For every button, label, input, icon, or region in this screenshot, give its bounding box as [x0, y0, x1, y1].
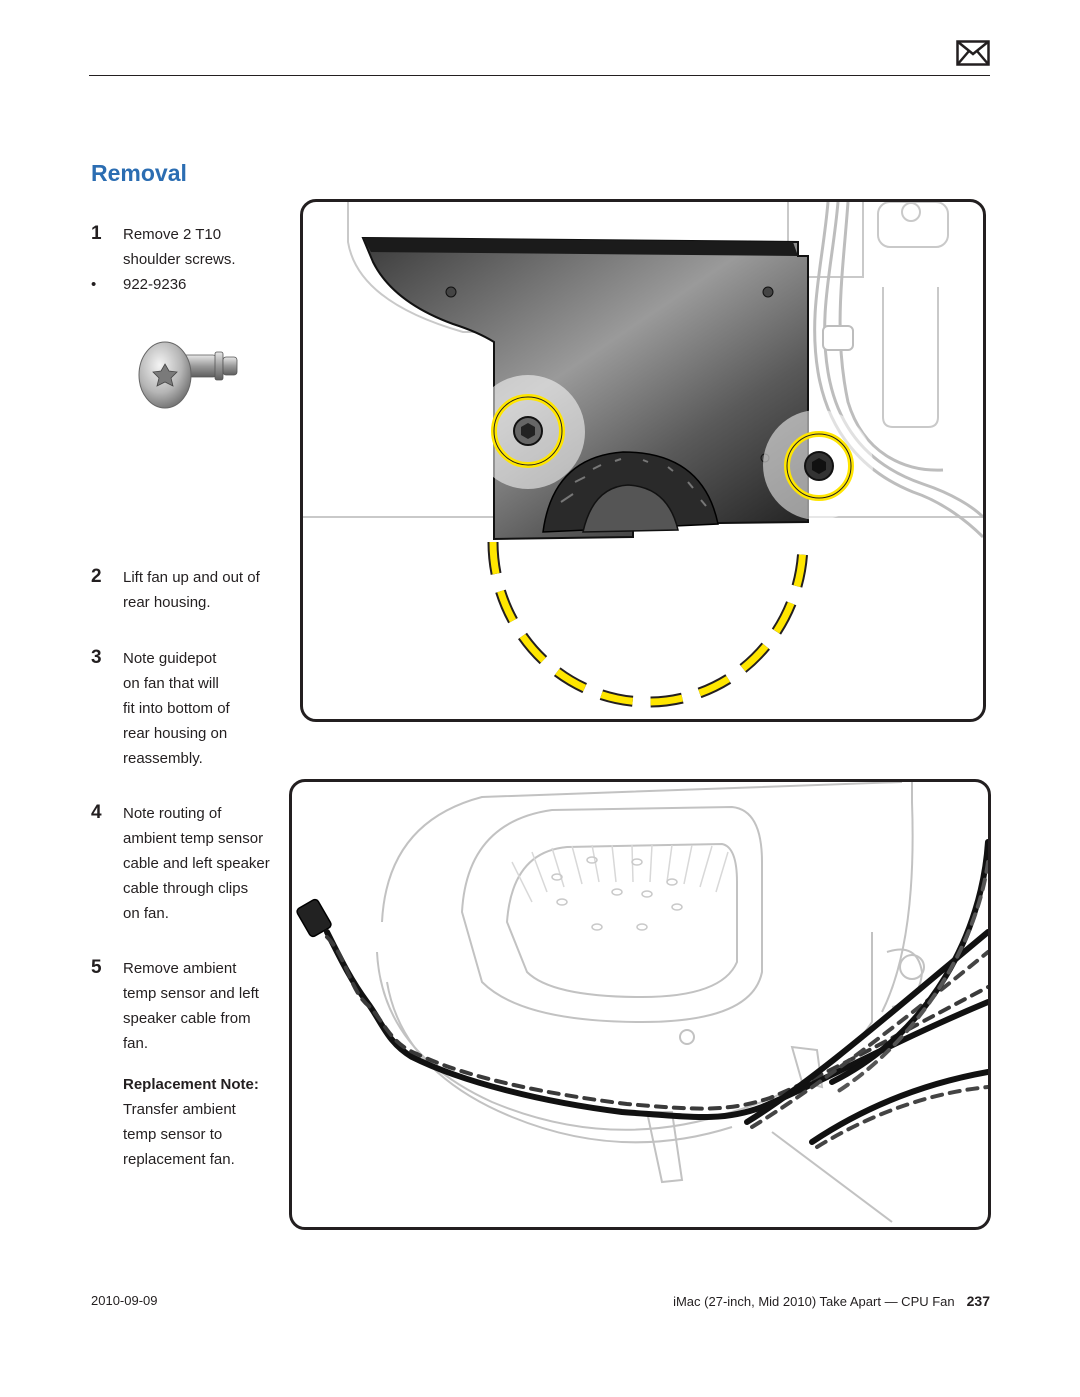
shoulder-screw-image [138, 341, 238, 409]
step-text: Lift fan up and out of rear housing. [123, 569, 260, 611]
replacement-note: Replacement Note: Transfer ambient temp … [123, 1072, 293, 1172]
step-text: Note routing of ambient temp sensor cabl… [123, 805, 270, 922]
header-rule [89, 75, 990, 76]
section-title: Removal [91, 160, 187, 186]
step-text: Note guidepot on fan that will fit into … [123, 650, 230, 767]
step-2: 2 Lift fan up and out of rear housing. [91, 565, 291, 615]
step-5: 5 Remove ambient temp sensor and left sp… [91, 956, 291, 1056]
replacement-note-label: Replacement Note: [123, 1076, 259, 1093]
step-number: 4 [91, 802, 102, 823]
hub-holes [551, 856, 683, 931]
step-3: 3 Note guidepot on fan that will fit int… [91, 646, 291, 771]
fan-impeller [542, 451, 719, 533]
footer-date: 2010-09-09 [91, 1293, 158, 1308]
part-number-value: 922-9236 [123, 276, 187, 293]
bullet-marker: • [91, 276, 97, 293]
step-text: Remove ambient temp sensor and left spea… [123, 960, 259, 1052]
envelope-icon[interactable] [956, 40, 990, 66]
fan-removal-illustration [300, 199, 986, 722]
footer-doc-info: iMac (27-inch, Mid 2010) Take Apart — CP… [673, 1293, 990, 1309]
guidepot-callout [487, 541, 809, 708]
step-number: 1 [91, 223, 102, 244]
fan-housing-outline [376, 782, 925, 1223]
sensor-connector [296, 898, 332, 938]
part-number: • 922-9236 [91, 272, 186, 297]
step-number: 5 [91, 957, 102, 978]
replacement-note-text: Transfer ambient temp sensor to replacem… [123, 1101, 236, 1168]
step-4: 4 Note routing of ambient temp sensor ca… [91, 801, 291, 926]
step-number: 3 [91, 647, 102, 668]
step-text: Remove 2 T10 shoulder screws. [123, 226, 236, 268]
twisted-cable [324, 839, 988, 1149]
page-number: 237 [966, 1293, 990, 1309]
cable-clip [822, 325, 854, 351]
footer-doc-title: iMac (27-inch, Mid 2010) Take Apart — CP… [673, 1294, 955, 1309]
step-number: 2 [91, 566, 102, 587]
cable-routing-illustration [289, 779, 991, 1230]
step-1: 1 Remove 2 T10 shoulder screws. [91, 222, 291, 272]
